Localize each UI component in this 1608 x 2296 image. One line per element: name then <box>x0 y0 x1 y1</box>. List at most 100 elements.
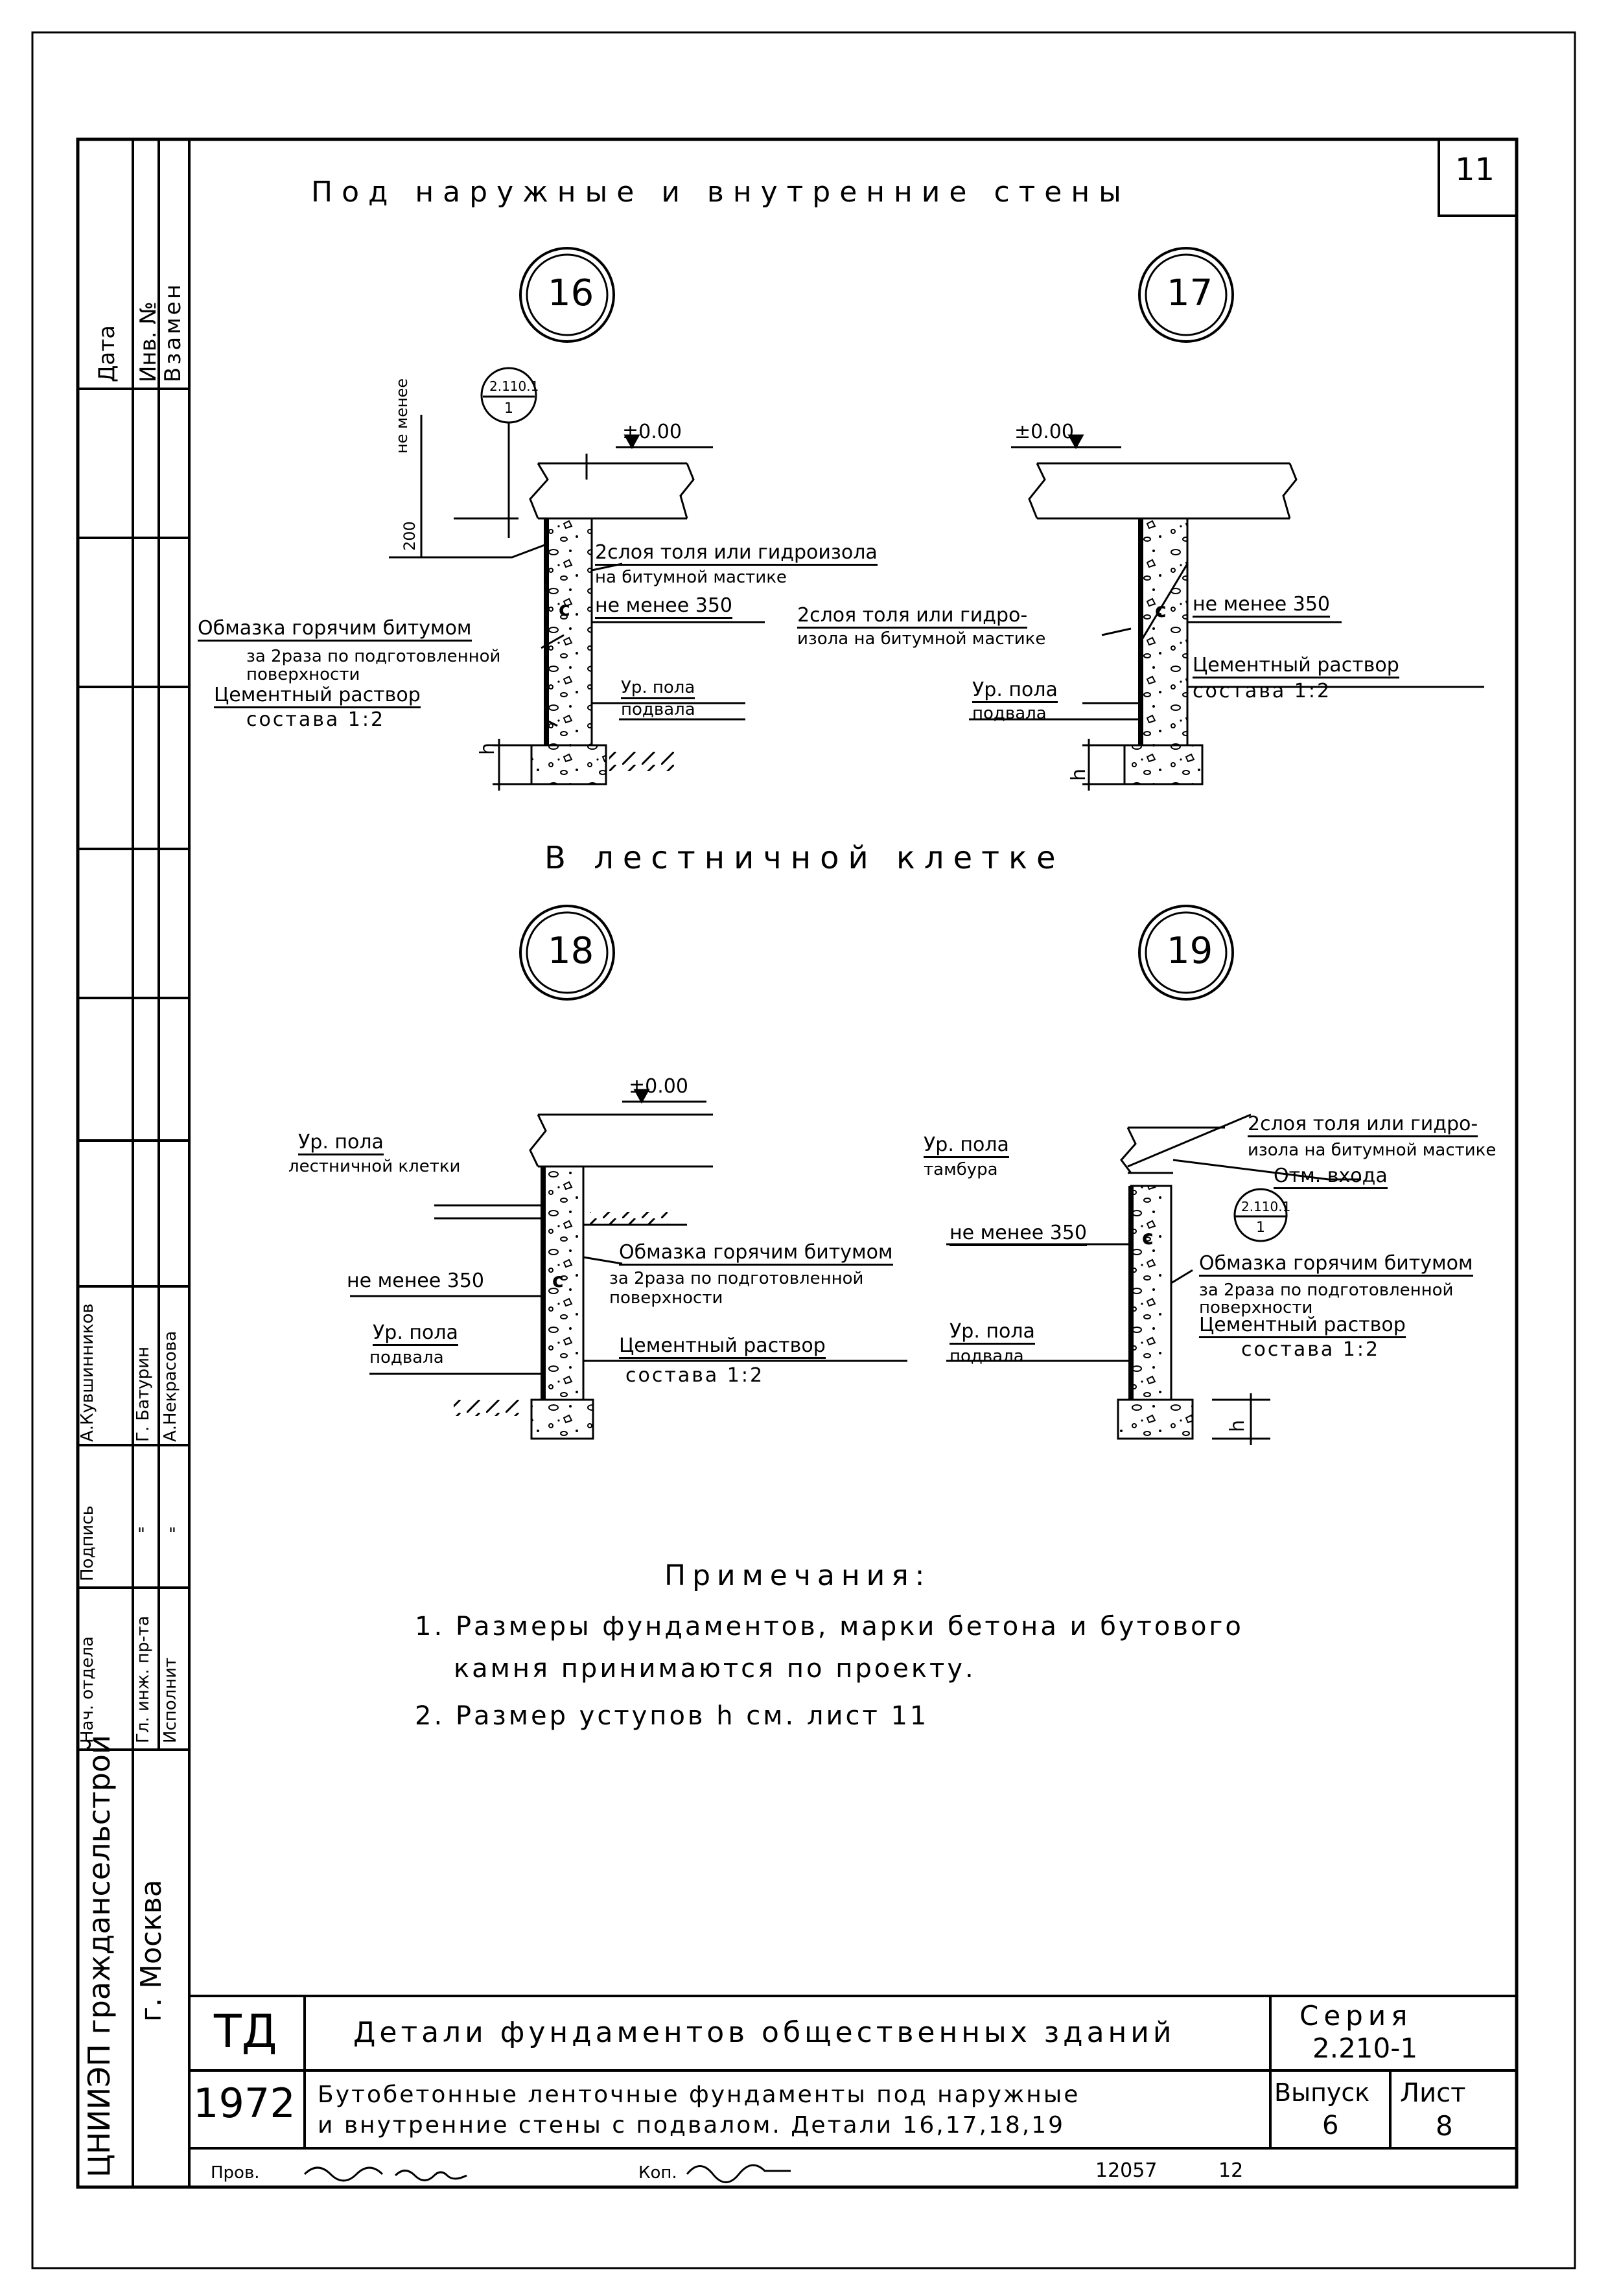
sheet-number: 11 <box>1455 152 1495 188</box>
d16-min-350: не менее 350 <box>595 596 733 619</box>
tb-series: 2.210-1 <box>1312 2032 1418 2064</box>
tb-td: ТД <box>214 2005 277 2058</box>
d16-bitumen-coat-2: за 2раза по подготовленной <box>246 647 501 666</box>
stamp-head-dept: Нач. отдела <box>78 1636 97 1743</box>
d17-h-mark: h <box>1067 768 1090 781</box>
detail-19-drawing <box>946 1113 1361 1445</box>
tb-series-label: Серия <box>1299 2000 1413 2032</box>
d17-floor-level-2: подвала <box>972 704 1047 723</box>
d18-min-350: не менее 350 <box>347 1270 485 1292</box>
d16-bitumen-coat: Обмазка горячим битумом <box>198 619 472 642</box>
note-1b: камня принимаются по проекту. <box>454 1654 976 1684</box>
note-2: 2. Размер уступов h см. лист 11 <box>415 1701 929 1731</box>
left-stamp-strip <box>78 139 191 2187</box>
detail-17-drawing <box>969 434 1484 791</box>
d17-waterproof-2: изола на битумной мастике <box>797 629 1046 649</box>
d18-bitumen-coat: Обмазка горячим битумом <box>619 1243 893 1266</box>
footer-copy: Коп. <box>638 2163 677 2183</box>
d16-bitumen-coat-3: поверхности <box>246 665 360 684</box>
stamp-city: г. Москва <box>135 1879 168 2022</box>
tb-year: 1972 <box>193 2080 296 2127</box>
d16-floor-level-2: подвала <box>621 700 695 719</box>
d16-waterproof-2: на битумной мастике <box>595 568 787 587</box>
detail-16-drawing <box>389 367 765 791</box>
d19-ref-top: 2.110.1 <box>1241 1199 1291 1214</box>
detail-18-number: 18 <box>548 930 594 972</box>
d18-bitumen-coat-2: за 2раза по подготовленной <box>609 1269 864 1288</box>
title-block-lines <box>189 1995 1517 2150</box>
footer-checked: Пров. <box>211 2163 260 2183</box>
heading-stairwell: В лестничной клетке <box>544 840 1065 876</box>
stamp-executor: Исполнит <box>161 1657 180 1743</box>
stamp-inv-label: Инв. № <box>135 301 161 382</box>
d16-vertical-dim: не менее <box>393 378 411 454</box>
stamp-organization: ЦНИИЭП граждансельстрой <box>82 1735 117 2177</box>
footer-signatures <box>303 2164 791 2183</box>
d19-min-350: не менее 350 <box>950 1223 1088 1246</box>
d16-dim-200: 200 <box>401 521 419 551</box>
d16-level: ±0.00 <box>622 421 682 443</box>
d16-h-mark: h <box>476 742 499 755</box>
footer-code: 12057 <box>1095 2159 1158 2182</box>
tb-subtitle-2: и внутренние стены с подвалом. Детали 16… <box>318 2112 1066 2139</box>
d18-mortar: Цементный раствор <box>619 1336 826 1359</box>
d17-mortar-2: состава 1:2 <box>1193 680 1332 702</box>
d17-mortar: Цементный раствор <box>1193 656 1399 678</box>
d16-waterproof: 2слоя толя или гидроизола <box>595 543 878 566</box>
tb-issue-label: Выпуск <box>1274 2078 1370 2107</box>
d16-ref-top: 2.110.1 <box>489 378 539 394</box>
detail-18-drawing <box>350 1089 907 1440</box>
d17-waterproof: 2слоя толя или гидро- <box>797 606 1028 629</box>
d19-ref-bottom: 1 <box>1256 1220 1265 1236</box>
d16-mortar-2: состава 1:2 <box>246 708 386 731</box>
detail-16-number: 16 <box>548 272 594 314</box>
d17-c-mark: с <box>1155 599 1167 622</box>
d19-bitumen-coat-3: поверхности <box>1199 1298 1313 1317</box>
d19-mortar: Цементный раствор <box>1199 1316 1406 1338</box>
d16-mortar: Цементный раствор <box>214 686 421 708</box>
notes-title: Примечания: <box>664 1559 931 1592</box>
d18-level: ±0.00 <box>629 1075 688 1098</box>
d18-floor-level-2: подвала <box>369 1348 444 1367</box>
d19-vestibule-2: тамбура <box>924 1160 998 1179</box>
d18-stair-floor: Ур. пола <box>298 1133 384 1155</box>
d18-floor-level: Ур. пола <box>373 1323 458 1346</box>
stamp-name-1: А.Кувшинников <box>78 1303 97 1442</box>
tb-title: Детали фундаментов общественных зданий <box>353 2016 1176 2049</box>
stamp-vzamen-label: Взамен <box>160 281 186 382</box>
d19-mortar-2: состава 1:2 <box>1241 1338 1381 1361</box>
d16-c-mark: с <box>559 598 570 621</box>
stamp-name-2: Г. Батурин <box>134 1346 153 1442</box>
d18-bitumen-coat-3: поверхности <box>609 1288 723 1308</box>
stamp-chief-eng: Гл. инж. пр-та <box>134 1616 153 1743</box>
d17-floor-level: Ур. пола <box>972 680 1058 703</box>
stamp-sig-1: " <box>137 1525 145 1544</box>
d19-entrance: Отм. входа <box>1274 1166 1388 1189</box>
d17-min-350: не менее 350 <box>1193 595 1331 618</box>
d19-floor-level-2: подвала <box>950 1347 1024 1366</box>
d18-mortar-2: состава 1:2 <box>625 1364 765 1387</box>
d19-waterproof: 2слоя толя или гидро- <box>1248 1115 1478 1137</box>
tb-sheet-label: Лист <box>1400 2078 1466 2108</box>
d19-bitumen-coat-2: за 2раза по подготовленной <box>1199 1281 1454 1300</box>
d19-vestibule: Ур. пола <box>924 1135 1009 1158</box>
d18-stair-floor-2: лестничной клетки <box>288 1157 461 1176</box>
note-1a: 1. Размеры фундаментов, марки бетона и б… <box>415 1612 1244 1641</box>
tb-issue: 6 <box>1322 2111 1339 2140</box>
detail-circles <box>519 247 1234 1001</box>
stamp-sig-2: " <box>169 1525 176 1544</box>
d19-h-mark: h <box>1226 1419 1249 1432</box>
stamp-name-3: А.Некрасова <box>161 1330 180 1442</box>
stamp-data-label: Дата <box>94 325 120 382</box>
d16-ref-bottom: 1 <box>504 400 513 417</box>
d17-level: ±0.00 <box>1014 421 1074 443</box>
heading-outer-inner-walls: Под наружные и внутренние стены <box>311 176 1130 209</box>
detail-19-number: 19 <box>1167 930 1213 972</box>
stamp-podpis-label: Подпись <box>78 1505 97 1581</box>
footer-num: 12 <box>1218 2159 1244 2182</box>
tb-subtitle-1: Бутобетонные ленточные фундаменты под на… <box>318 2081 1080 2108</box>
d18-c-mark: с <box>552 1270 564 1292</box>
d19-bitumen-coat: Обмазка горячим битумом <box>1199 1254 1473 1277</box>
d16-floor-level: Ур. пола <box>621 679 695 699</box>
